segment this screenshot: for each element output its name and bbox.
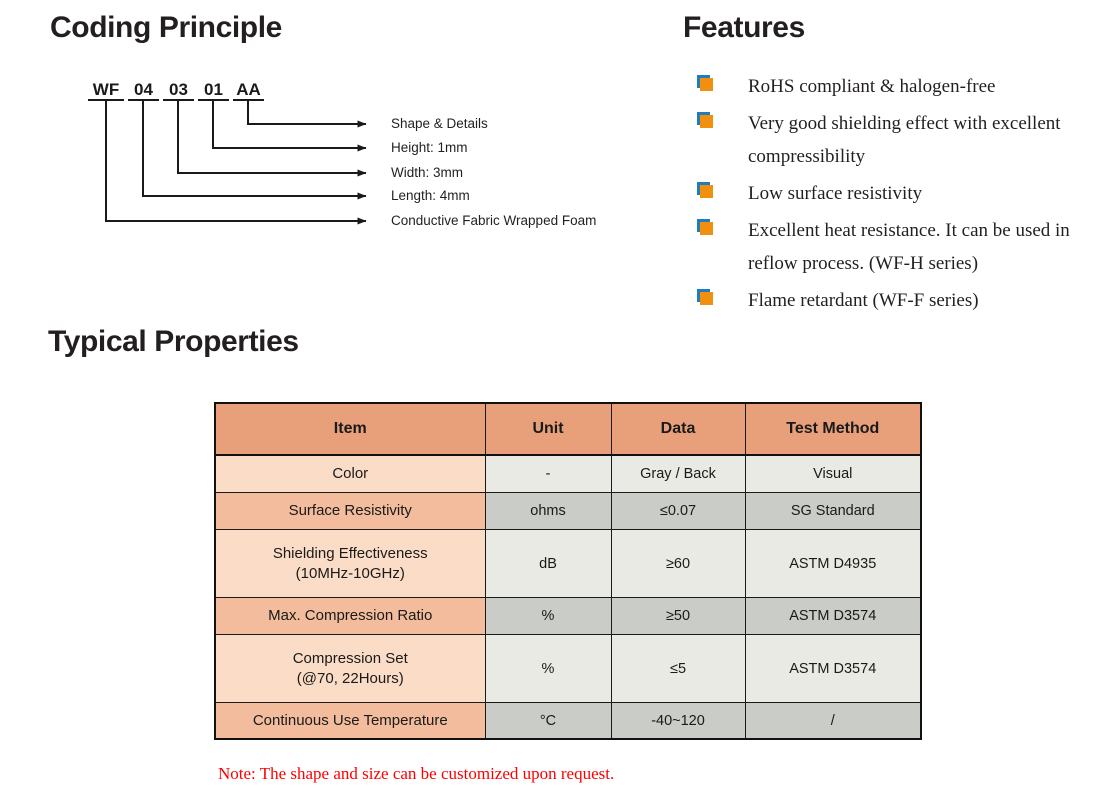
table-row: Shielding Effectiveness(10MHz-10GHz) dB …	[214, 529, 922, 598]
feature-label: Flame retardant (WF-F series)	[748, 290, 979, 311]
table-header-row: Item Unit Data Test Method	[214, 402, 922, 456]
cell-method: ASTM D3574	[744, 597, 922, 635]
square-bullet-icon	[697, 112, 715, 129]
table-row: Max. Compression Ratio % ≥50 ASTM D3574	[214, 597, 922, 635]
cell-unit: -	[484, 454, 612, 493]
table-row: Compression Set(@70, 22Hours) % ≤5 ASTM …	[214, 634, 922, 703]
feature-label: Low surface resistivity	[748, 183, 923, 204]
cell-data: Gray / Back	[610, 454, 746, 493]
table-row: Color - Gray / Back Visual	[214, 454, 922, 493]
cell-item: Surface Resistivity	[214, 492, 486, 530]
column-header-unit: Unit	[484, 402, 612, 456]
cell-unit: °C	[484, 702, 612, 740]
list-item: Flame retardant (WF-F series)	[697, 284, 1107, 317]
cell-unit: %	[484, 634, 612, 703]
cell-method: ASTM D4935	[744, 529, 922, 598]
square-bullet-icon	[697, 219, 715, 236]
cell-unit: ohms	[484, 492, 612, 530]
page-title-coding-principle: Coding Principle	[50, 11, 282, 44]
cell-data: ≥50	[610, 597, 746, 635]
square-bullet-icon	[697, 289, 715, 306]
list-item: Very good shielding effect with excellen…	[697, 107, 1107, 173]
table-row: Surface Resistivity ohms ≤0.07 SG Standa…	[214, 492, 922, 530]
cell-item: Max. Compression Ratio	[214, 597, 486, 635]
cell-method: /	[744, 702, 922, 740]
page-title-features: Features	[683, 11, 805, 44]
cell-item: Shielding Effectiveness(10MHz-10GHz)	[214, 529, 486, 598]
cell-data: ≥60	[610, 529, 746, 598]
table-note: Note: The shape and size can be customiz…	[218, 764, 615, 783]
coding-principle-diagram: WF 04 03 01 AA Shape & Details Height: 1…	[0, 0, 680, 250]
cell-item: Color	[214, 454, 486, 493]
cell-method: SG Standard	[744, 492, 922, 530]
list-item: Excellent heat resistance. It can be use…	[697, 214, 1107, 280]
features-list: RoHS compliant & halogen-free Very good …	[697, 70, 1107, 321]
cell-data: ≤0.07	[610, 492, 746, 530]
square-bullet-icon	[697, 182, 715, 199]
feature-label: RoHS compliant & halogen-free	[748, 76, 996, 97]
code-token-length: 04	[134, 80, 153, 99]
cell-data: ≤5	[610, 634, 746, 703]
list-item: Low surface resistivity	[697, 177, 1107, 210]
cell-unit: %	[484, 597, 612, 635]
code-token-width: 03	[169, 80, 188, 99]
square-bullet-icon	[697, 75, 715, 92]
code-token-wf: WF	[92, 80, 120, 99]
callout-label-shape-details: Shape & Details	[391, 116, 488, 131]
column-header-method: Test Method	[744, 402, 922, 456]
page-title-typical-properties: Typical Properties	[48, 325, 299, 358]
callout-label-height: Height: 1mm	[391, 140, 468, 155]
callout-label-width: Width: 3mm	[391, 165, 464, 180]
code-token-height: 01	[204, 80, 223, 99]
feature-label: Excellent heat resistance. It can be use…	[748, 220, 1070, 274]
cell-item: Continuous Use Temperature	[214, 702, 486, 740]
callout-label-length: Length: 4mm	[391, 188, 470, 203]
column-header-item: Item	[214, 402, 486, 456]
cell-method: ASTM D3574	[744, 634, 922, 703]
table-row: Continuous Use Temperature °C -40~120 /	[214, 702, 922, 740]
callout-label-material: Conductive Fabric Wrapped Foam	[391, 213, 597, 228]
typical-properties-table: Item Unit Data Test Method Color - Gray …	[214, 402, 922, 740]
feature-label: Very good shielding effect with excellen…	[748, 113, 1061, 167]
cell-data: -40~120	[610, 702, 746, 740]
list-item: RoHS compliant & halogen-free	[697, 70, 1107, 103]
column-header-data: Data	[610, 402, 746, 456]
coding-diagram-lines	[88, 99, 367, 225]
cell-item: Compression Set(@70, 22Hours)	[214, 634, 486, 703]
cell-method: Visual	[744, 454, 922, 493]
code-token-shape: AA	[236, 80, 261, 99]
cell-unit: dB	[484, 529, 612, 598]
